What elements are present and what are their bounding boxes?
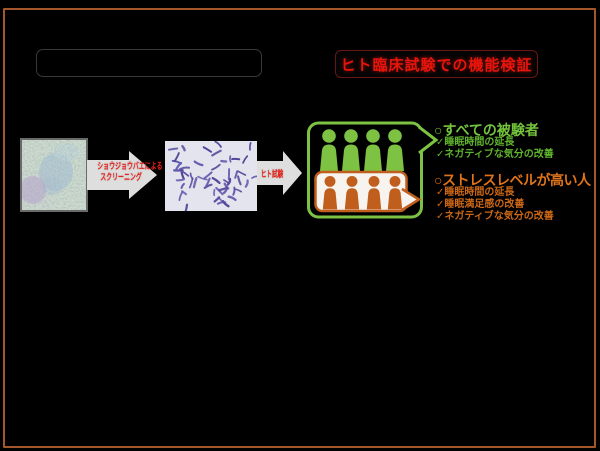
all-subjects-items: ✓睡眠時間の延長 ✓ネガティブな気分の改善 bbox=[436, 137, 554, 161]
fly-screening-micrograph bbox=[20, 138, 88, 212]
screening-arrow-label-line2: スクリーニング bbox=[100, 172, 142, 182]
stress-items: ✓睡眠時間の延長 ✓睡眠満足感の改善 ✓ネガティブな気分の改善 bbox=[436, 187, 554, 223]
human-trial-arrow-icon bbox=[257, 151, 302, 195]
screening-arrow-icon bbox=[87, 151, 157, 199]
all-subjects-heading: ○すべての被験者 bbox=[434, 122, 539, 138]
all-subjects-item: ✓ネガティブな気分の改善 bbox=[436, 149, 554, 160]
stress-item: ✓ネガティブな気分の改善 bbox=[436, 211, 554, 222]
all-subjects-item: ✓睡眠時間の延長 bbox=[436, 137, 515, 148]
clinical-trial-badge: ヒト臨床試験での機能検証 bbox=[335, 50, 538, 78]
person-icon bbox=[387, 175, 403, 210]
person-icon bbox=[364, 129, 382, 171]
green-callout-tail-icon bbox=[418, 125, 439, 155]
human-trial-arrow-label: ヒト試験 bbox=[260, 169, 284, 179]
stress-heading: ○ストレスレベルが高い人 bbox=[434, 172, 591, 188]
person-icon bbox=[386, 129, 404, 171]
stress-item: ✓睡眠満足感の改善 bbox=[436, 199, 525, 210]
orange-callout-tail-icon bbox=[401, 187, 422, 212]
person-icon bbox=[342, 129, 360, 171]
person-icon bbox=[322, 175, 338, 210]
micrograph-image bbox=[22, 140, 86, 210]
empty-title-box bbox=[36, 49, 262, 77]
screening-arrow-label-line1: ショウジョウバエによる bbox=[97, 161, 163, 171]
clinical-trial-badge-label: ヒト臨床試験での機能検証 bbox=[340, 56, 533, 74]
person-icon bbox=[366, 175, 382, 210]
slide-frame bbox=[3, 8, 596, 448]
bacteria-image bbox=[165, 141, 257, 211]
person-icon bbox=[344, 175, 360, 210]
stress-item: ✓睡眠時間の延長 bbox=[436, 187, 515, 198]
subjects-panel bbox=[307, 121, 439, 219]
screening-arrow-label: ショウジョウバエによる スクリーニング bbox=[97, 161, 163, 183]
person-icon bbox=[320, 129, 338, 171]
bacteria-micrograph bbox=[165, 141, 257, 211]
